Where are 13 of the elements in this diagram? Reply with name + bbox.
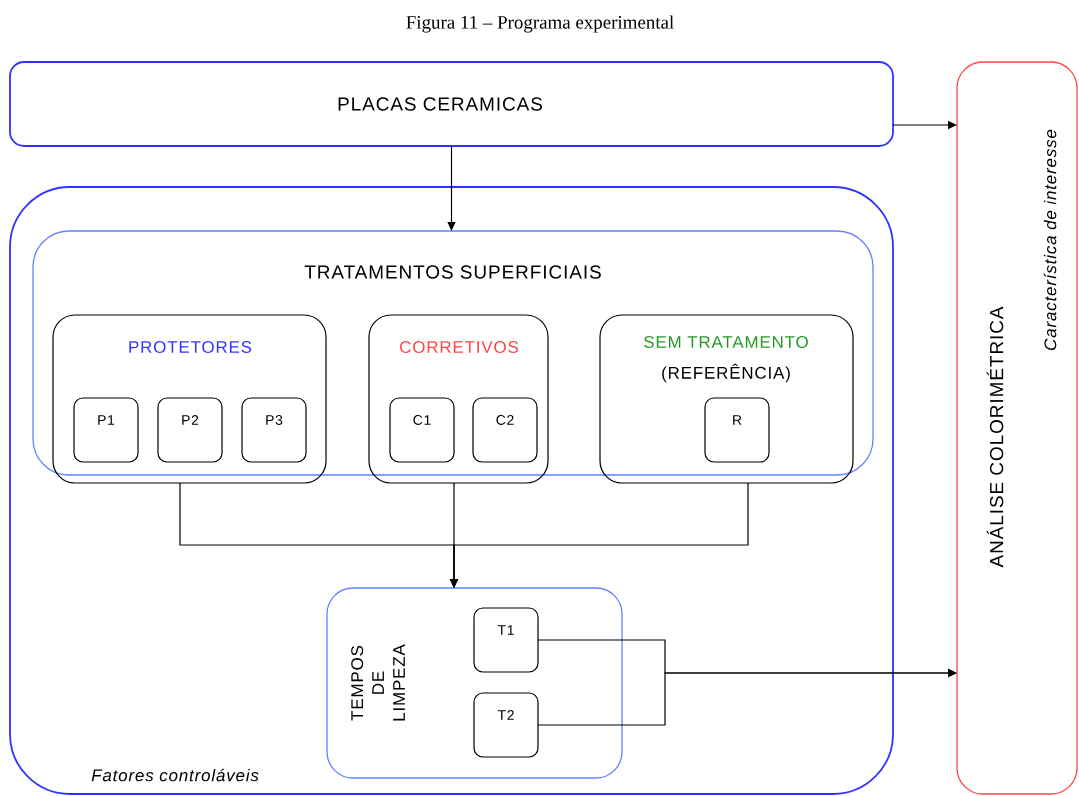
- process-box: PLACAS CERAMICAS: [9, 61, 894, 147]
- sample-box: T1: [473, 607, 539, 673]
- figure-title: Figura 11 – Programa experimental: [406, 15, 674, 33]
- sample-box: C2: [472, 397, 538, 463]
- sample-box: P3: [241, 397, 307, 463]
- analysis-box: ANÁLISE COLORIMÉTRICA Característica de interesse: [956, 61, 1078, 795]
- arrow: [537, 668, 957, 726]
- sample-box: R: [704, 397, 770, 463]
- arrow: [447, 145, 456, 231]
- sample-box: T2: [473, 692, 539, 758]
- sample-box: P1: [73, 397, 139, 463]
- sample-box: C1: [389, 397, 455, 463]
- sample-box: P2: [157, 397, 223, 463]
